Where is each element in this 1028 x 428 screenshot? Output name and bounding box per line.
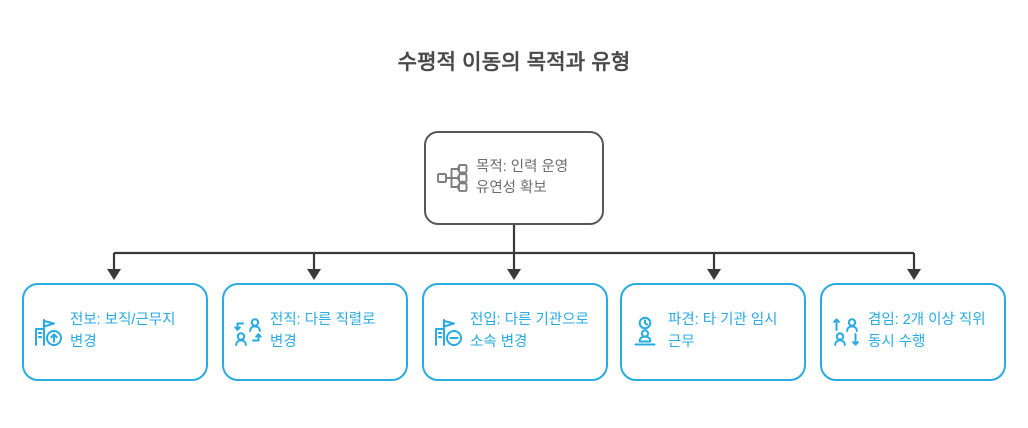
- node-pagyeon-label: 파견: 타 기관 임시 근무: [668, 312, 778, 350]
- arrowhead-4: [907, 269, 921, 280]
- node-jeonjik-label: 전직: 다른 직렬로 변경: [270, 312, 376, 350]
- arrowhead-1: [307, 269, 321, 280]
- root-node[interactable]: 목적: 인력 운영 유연성 확보: [424, 131, 604, 225]
- person-clock-icon: [630, 316, 662, 348]
- node-jeonbo[interactable]: 전보: 보직/근무지 변경: [22, 283, 208, 381]
- people-up-down-icon: [830, 316, 862, 348]
- node-jeonip[interactable]: 전입: 다른 기관으로 소속 변경: [422, 283, 608, 381]
- node-jeonip-label: 전입: 다른 기관으로 소속 변경: [470, 312, 589, 350]
- building-arrow-up-icon: [32, 316, 64, 348]
- building-minus-icon: [432, 316, 464, 348]
- people-swap-icon: [232, 316, 264, 348]
- root-node-label: 목적: 인력 운영 유연성 확보: [476, 158, 569, 196]
- node-pagyeon[interactable]: 파견: 타 기관 임시 근무: [620, 283, 806, 381]
- node-jeonjik[interactable]: 전직: 다른 직렬로 변경: [222, 283, 408, 381]
- arrowhead-2: [507, 269, 521, 280]
- node-gyeomim-label: 겸임: 2개 이상 직위 동시 수행: [868, 312, 986, 350]
- node-jeonbo-label: 전보: 보직/근무지 변경: [70, 312, 176, 350]
- connector-arrowheads: [107, 269, 921, 280]
- node-gyeomim[interactable]: 겸임: 2개 이상 직위 동시 수행: [820, 283, 1006, 381]
- arrowhead-0: [107, 269, 121, 280]
- connector-lines: [112, 225, 916, 271]
- share-network-icon: [436, 161, 470, 195]
- arrowhead-3: [707, 269, 721, 280]
- page-title: 수평적 이동의 목적과 유형: [397, 51, 631, 74]
